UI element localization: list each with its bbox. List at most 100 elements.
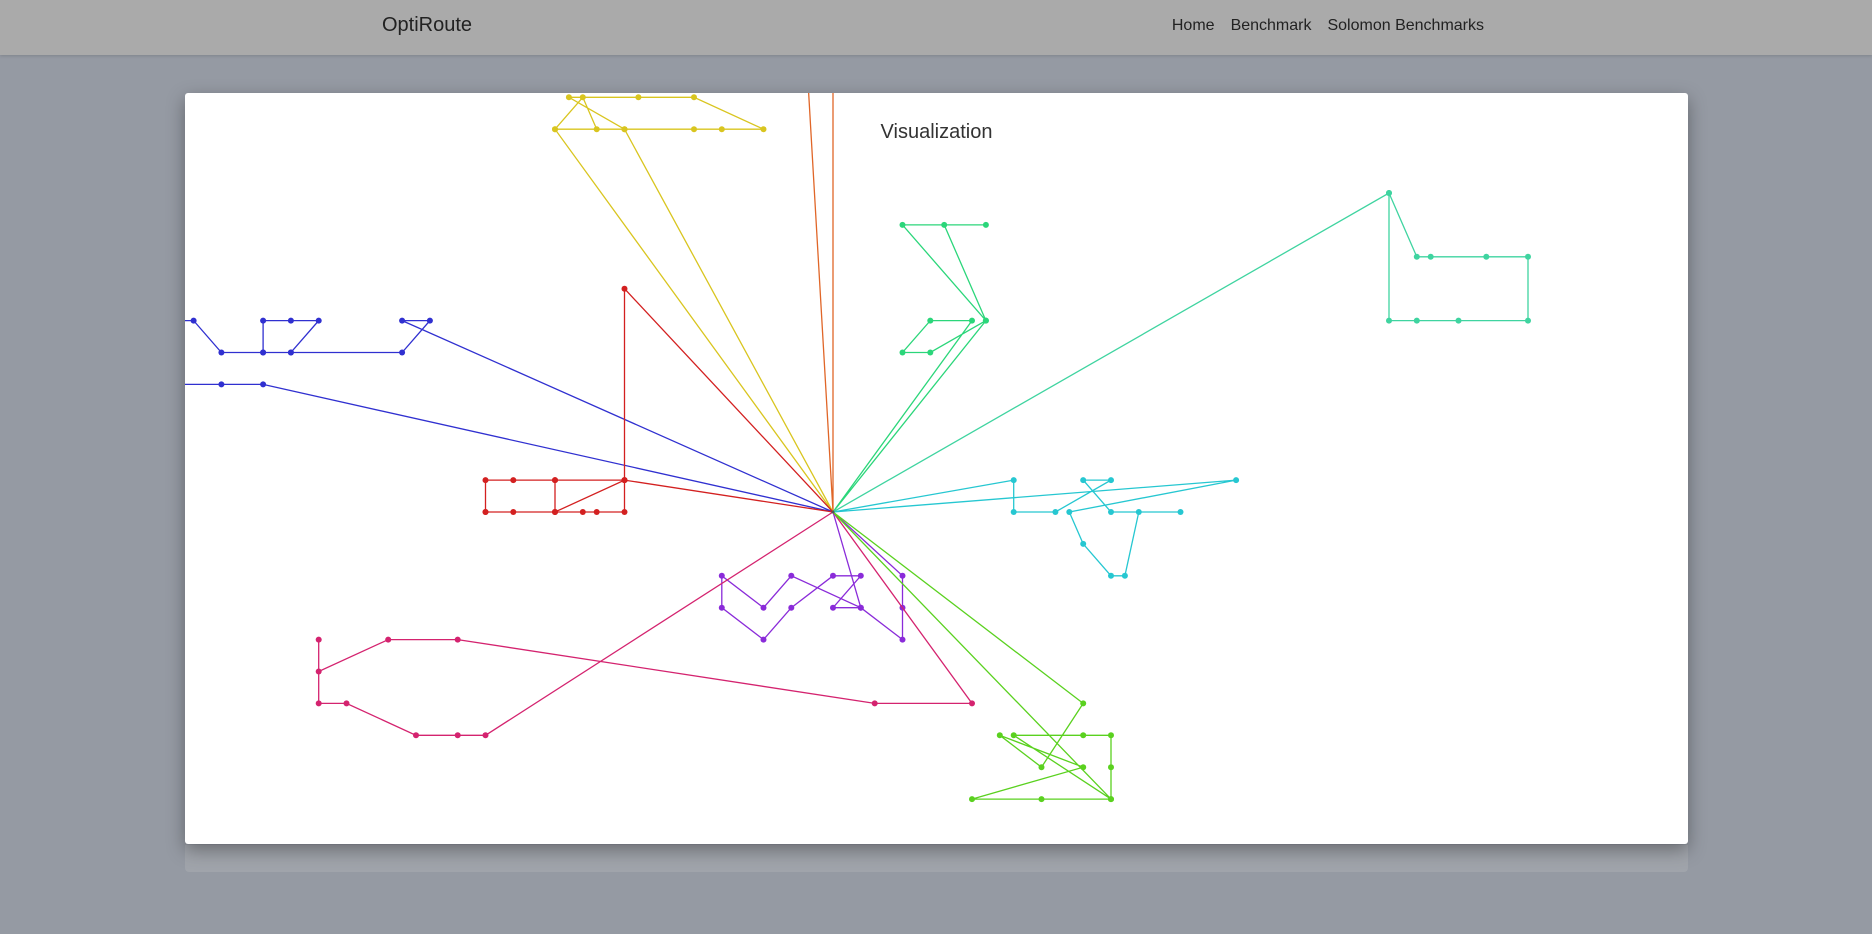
customer-point [1080, 732, 1087, 739]
customer-point [1483, 253, 1490, 260]
customer-point [1413, 253, 1420, 260]
customer-point [1455, 317, 1462, 324]
customer-point [718, 126, 725, 133]
customer-point [1386, 317, 1392, 324]
route-line-4 [484, 287, 834, 513]
customer-point [982, 221, 989, 228]
customer-point [691, 126, 697, 133]
customer-point [760, 126, 767, 133]
customer-point [691, 94, 697, 101]
customer-point [969, 317, 975, 324]
customer-point [552, 126, 558, 133]
customer-point [1038, 796, 1045, 803]
customer-point [315, 317, 322, 324]
customer-point [399, 349, 406, 356]
customer-point [260, 317, 267, 324]
customer-point [718, 572, 725, 579]
customer-point [857, 604, 864, 611]
customer-point [315, 700, 322, 707]
customer-point [1010, 732, 1017, 739]
customer-point [927, 317, 934, 324]
customer-point [1010, 509, 1017, 515]
customer-point [552, 477, 558, 484]
customer-point [260, 381, 267, 388]
customer-point [1010, 477, 1017, 484]
customer-point [552, 509, 558, 515]
customer-point [454, 732, 461, 739]
customer-point [1038, 764, 1045, 771]
nav-link-home[interactable]: Home [1171, 17, 1215, 34]
customer-point [287, 317, 294, 324]
customer-point [426, 317, 433, 324]
depot-point [831, 510, 835, 514]
customer-point [1386, 190, 1392, 196]
brand-link[interactable]: OptiRoute [382, 14, 473, 36]
visualization-card: Visualization [185, 93, 1688, 844]
customer-point [315, 636, 322, 643]
customer-point [1108, 477, 1114, 484]
route-visualization [185, 93, 1531, 803]
customer-point [218, 349, 225, 356]
customer-point [1121, 572, 1128, 579]
customer-point [1427, 253, 1434, 260]
route-line-10 [832, 191, 1529, 513]
customer-point [830, 572, 836, 579]
customer-point [565, 94, 572, 101]
customer-point [899, 221, 906, 228]
route-line-1 [808, 93, 834, 513]
route-line-3 [185, 319, 834, 513]
customer-point [579, 94, 586, 101]
customer-point [1108, 572, 1114, 579]
customer-point [1080, 764, 1087, 771]
customer-point [385, 636, 392, 643]
customer-point [1177, 509, 1184, 515]
customer-point [579, 509, 586, 515]
customer-point [857, 572, 864, 579]
card-shadow-strip [185, 845, 1688, 872]
customer-point [399, 317, 406, 324]
nav-link-benchmark[interactable]: Benchmark [1230, 17, 1312, 34]
nav-link-solomon-benchmarks[interactable]: Solomon Benchmarks [1327, 17, 1484, 34]
customer-point [1108, 732, 1114, 739]
customer-point [287, 349, 294, 356]
customer-point [830, 604, 836, 611]
customer-point [621, 126, 628, 133]
customer-point [927, 349, 934, 356]
customer-point [343, 700, 350, 707]
customer-point [1080, 700, 1087, 707]
customer-point [760, 604, 767, 611]
customer-point [1080, 477, 1087, 484]
customer-point [969, 700, 975, 707]
customer-point [1525, 253, 1531, 260]
customer-point [1108, 796, 1114, 803]
customer-point [413, 732, 419, 739]
customer-point [941, 221, 948, 228]
customer-point [593, 509, 600, 515]
customer-point [482, 732, 489, 739]
customer-point [510, 477, 517, 484]
customer-point [621, 285, 628, 292]
customer-point [482, 477, 489, 484]
customer-point [899, 636, 906, 643]
customer-point [1525, 317, 1531, 324]
customer-point [218, 381, 225, 388]
customer-point [190, 317, 197, 324]
card-title: Visualization [880, 121, 993, 143]
customer-point [1080, 540, 1087, 547]
customer-point [982, 317, 989, 324]
route-line-5 [721, 511, 904, 641]
customer-point [1413, 317, 1420, 324]
customer-point [899, 349, 906, 356]
customer-point [788, 572, 795, 579]
customer-point [1066, 509, 1073, 515]
route-line-9 [832, 224, 987, 513]
customer-point [1052, 509, 1059, 515]
route-line-8 [832, 479, 1237, 577]
route-line-7 [832, 511, 1112, 800]
customer-point [1108, 764, 1114, 771]
customer-point [1233, 477, 1240, 484]
customer-point [788, 604, 795, 611]
customer-point [621, 509, 628, 515]
customer-point [969, 796, 975, 803]
customer-point [871, 700, 878, 707]
